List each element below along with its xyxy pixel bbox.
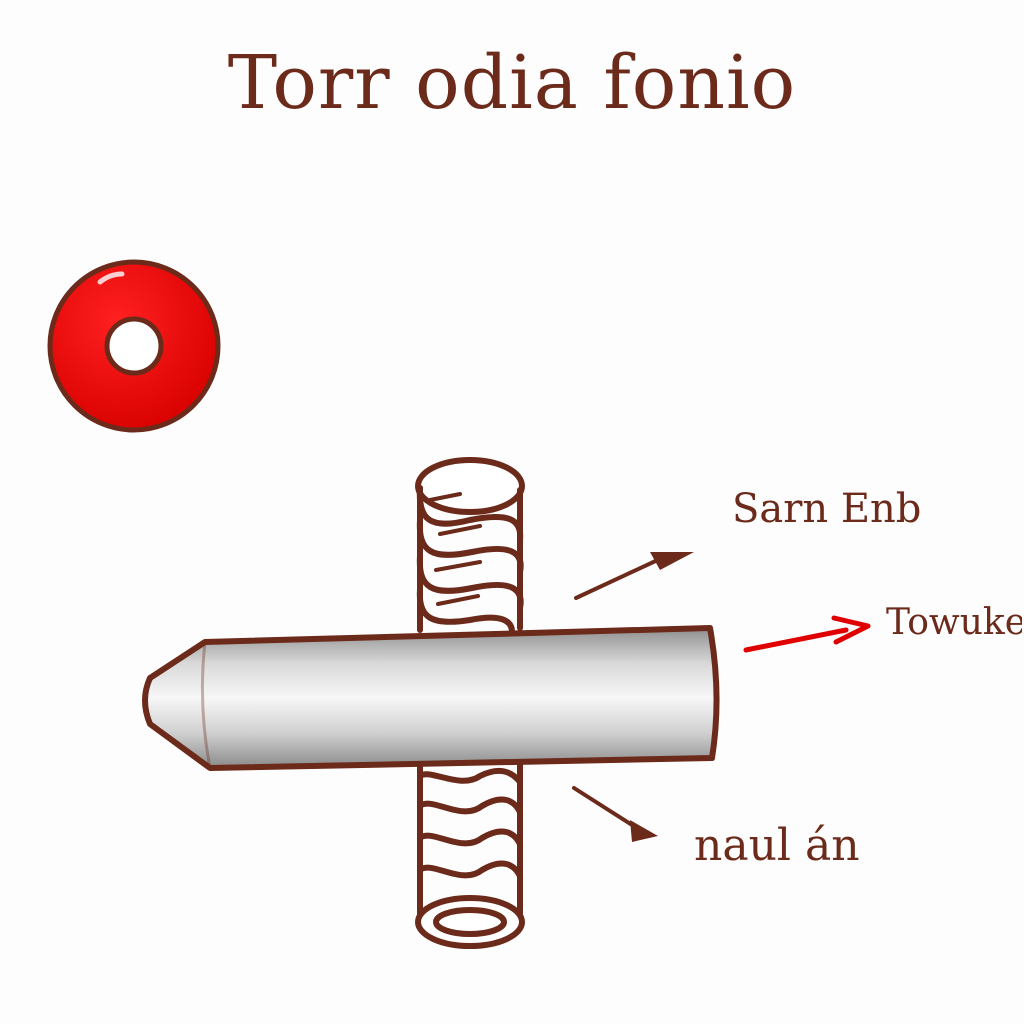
- arrow-to-middle-label: [743, 615, 871, 653]
- metal-rod: [142, 625, 720, 771]
- label-top: Sarn Enb: [732, 486, 922, 532]
- arrow-to-bottom-label: [572, 786, 658, 842]
- upper-coil-spring: [415, 457, 525, 635]
- diagram-title: Torr odia fonio: [227, 40, 797, 126]
- label-bottom: naul án: [694, 820, 860, 871]
- arrow-to-top-label: [574, 552, 694, 600]
- lower-coil-spring: [415, 761, 525, 949]
- red-washer-icon: [47, 259, 221, 433]
- label-middle: Towuker: [886, 602, 1022, 643]
